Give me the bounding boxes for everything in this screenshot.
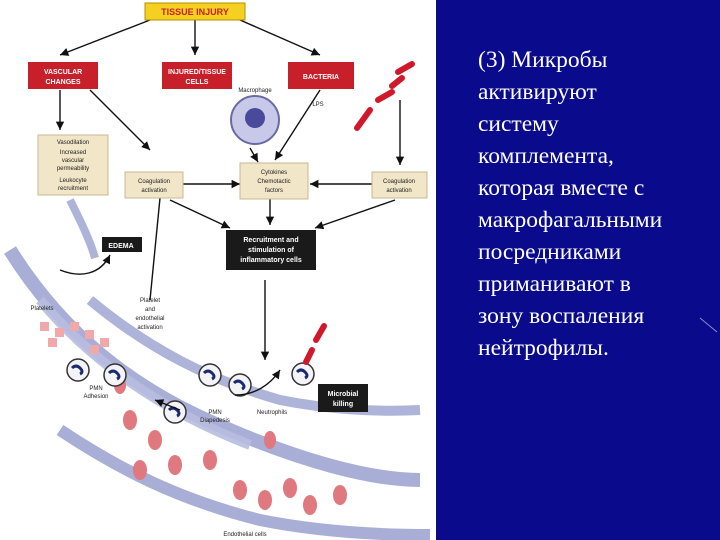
coagulation-left-box — [124, 171, 184, 199]
injured-cells-box — [162, 62, 232, 89]
cytokines-line2: Chemotactic — [257, 179, 290, 185]
caption-text: (3) Микробы активируют систему комплемен… — [478, 44, 714, 364]
caption-line-10: нейтрофилы. — [478, 335, 609, 361]
edema-label: EDEMA — [108, 243, 133, 250]
injured-cells-line1: INJURED/TISSUE — [168, 69, 226, 76]
caption-line-9: зону воспаления — [478, 303, 645, 329]
caption-line-5: которая вместе с — [478, 175, 645, 201]
caption-line-3: систему — [478, 111, 559, 137]
recruitment-line2: stimulation of — [248, 247, 295, 254]
pmn-diapedesis-line1: PMN — [208, 410, 221, 416]
macrophage-cell — [230, 95, 280, 145]
complement-line2: activation — [386, 188, 411, 194]
vascular-effect-1: Vasodilation — [57, 140, 89, 146]
vascular-effects-box — [37, 134, 109, 196]
vascular-effect-3: vascular — [62, 158, 84, 164]
edema-box — [102, 237, 142, 252]
complement-line1: Coagulation — [383, 179, 415, 185]
caption-line-1: (3) Микробы — [478, 47, 608, 73]
diagram-figure: TISSUE INJURY VASCULAR CHANGES INJURED/T… — [0, 0, 436, 540]
tissue-injury-label: TISSUE INJURY — [161, 7, 229, 17]
neutrophils-label: Neutrophils — [257, 410, 287, 416]
coagulation-left-line1: Coagulation — [138, 179, 170, 185]
cytokines-line1: Cytokines — [261, 170, 287, 176]
vascular-effect-4: permeability — [57, 166, 89, 172]
caption-line-6: макрофагальными — [478, 207, 663, 233]
pmn-adhesion-line1: PMN — [89, 386, 102, 392]
vascular-changes-box — [28, 62, 98, 89]
recruitment-line3: inflammatory cells — [240, 257, 302, 264]
leukocytes — [66, 358, 315, 424]
vascular-changes-line1: VASCULAR — [44, 69, 82, 76]
bacteria-icon — [303, 61, 415, 365]
vascular-effect-2: Increased — [60, 150, 86, 156]
platelet-activation-line1: Platelet — [140, 298, 160, 304]
vascular-changes-line2: CHANGES — [45, 79, 80, 86]
red-blood-cells — [114, 376, 347, 515]
endothelial-cells-label: Endothelial cells — [223, 532, 266, 538]
platelet-activation-line4: activation — [137, 325, 162, 331]
complement-box — [371, 171, 428, 199]
cytokines-line3: factors — [265, 188, 283, 194]
microbial-killing-line1: Microbial — [328, 391, 359, 398]
pmn-adhesion-line2: Adhesion — [83, 394, 108, 400]
coagulation-left-line2: activation — [141, 188, 166, 194]
pmn-diapedesis-line2: Diapedesis — [200, 418, 230, 424]
caption-line-8: приманивают в — [478, 271, 631, 297]
recruitment-box — [226, 230, 316, 270]
platelets-label: Platelets — [30, 306, 53, 312]
bacteria-box — [288, 62, 354, 89]
vascular-effect-5: Leukocyte — [59, 178, 87, 184]
caption-line-2: активируют — [478, 79, 597, 105]
bacteria-label: BACTERIA — [303, 74, 339, 81]
platelet-activation-line3: endothelial — [135, 316, 164, 322]
injured-cells-line2: CELLS — [186, 79, 209, 86]
caption-line-4: комплемента, — [478, 143, 614, 169]
inflammation-diagram: TISSUE INJURY VASCULAR CHANGES INJURED/T… — [4, 2, 431, 540]
platelet-activation-line2: and — [145, 307, 155, 313]
macrophage-label: Macrophage — [238, 88, 272, 94]
lps-label: LPS — [312, 102, 323, 108]
flow-arrows — [55, 19, 405, 411]
caption-line-7: посредниками — [478, 239, 622, 265]
tissue-injury-box — [144, 2, 246, 21]
blood-vessel — [4, 198, 431, 540]
microbial-killing-line2: killing — [333, 401, 353, 408]
platelet-cluster — [40, 322, 109, 354]
microbial-killing-box — [318, 384, 368, 412]
cytokines-box — [239, 162, 309, 200]
recruitment-line1: Recruitment and — [243, 237, 298, 244]
vascular-effect-6: recruitment — [58, 186, 88, 192]
